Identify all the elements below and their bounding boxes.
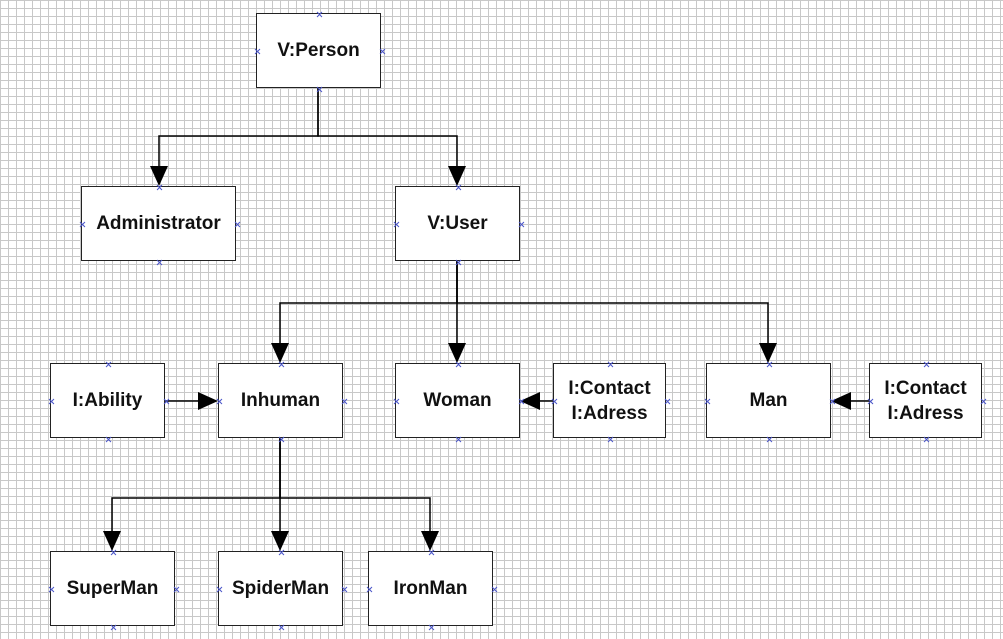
connector-line (111, 438, 281, 531)
connection-point-icon[interactable] (394, 222, 399, 227)
connection-point-icon[interactable] (608, 362, 613, 367)
node-v-person[interactable]: V:Person (256, 13, 381, 88)
connection-point-icon[interactable] (164, 399, 169, 404)
connection-point-icon[interactable] (279, 550, 284, 555)
connection-point-icon[interactable] (981, 399, 986, 404)
connection-point-icon[interactable] (342, 399, 347, 404)
connection-point-icon[interactable] (342, 587, 347, 592)
node-label: Man (749, 390, 788, 411)
connection-point-icon[interactable] (429, 625, 434, 630)
connection-point-icon[interactable] (317, 87, 322, 92)
connection-point-icon[interactable] (279, 625, 284, 630)
node-administrator[interactable]: Administrator (81, 186, 236, 261)
arrowhead-icon (198, 392, 218, 410)
connector-line (279, 261, 458, 343)
connection-point-icon[interactable] (279, 437, 284, 442)
node-label-line-1: I:Contact (568, 377, 651, 399)
connection-point-icon[interactable] (519, 399, 524, 404)
node-inhuman[interactable]: Inhuman (218, 363, 343, 438)
node-label: V:User (427, 213, 488, 234)
connection-point-icon[interactable] (456, 362, 461, 367)
connection-point-icon[interactable] (456, 185, 461, 190)
connection-point-icon[interactable] (767, 437, 772, 442)
connection-point-icon[interactable] (217, 587, 222, 592)
connection-point-icon[interactable] (80, 222, 85, 227)
node-i-contact-adress-man[interactable]: I:Contact I:Adress (869, 363, 982, 438)
node-label: V:Person (277, 40, 360, 61)
node-ironman[interactable]: IronMan (368, 551, 493, 626)
connection-point-icon[interactable] (552, 399, 557, 404)
node-v-user[interactable]: V:User (395, 186, 520, 261)
connection-point-icon[interactable] (111, 625, 116, 630)
connection-point-icon[interactable] (394, 399, 399, 404)
connection-point-icon[interactable] (49, 399, 54, 404)
node-man[interactable]: Man (706, 363, 831, 438)
node-label-line-2: I:Adress (571, 402, 648, 424)
node-woman[interactable]: Woman (395, 363, 520, 438)
arrowhead-icon (448, 343, 466, 363)
arrowhead-icon (448, 166, 466, 186)
arrowhead-icon (759, 343, 777, 363)
node-label: Inhuman (240, 390, 321, 411)
connector-line (279, 438, 431, 531)
node-label: Woman (423, 390, 492, 411)
node-superman[interactable]: SuperMan (50, 551, 175, 626)
connection-point-icon[interactable] (868, 399, 873, 404)
node-spiderman[interactable]: SpiderMan (218, 551, 343, 626)
connection-point-icon[interactable] (106, 437, 111, 442)
connection-point-icon[interactable] (924, 362, 929, 367)
connection-point-icon[interactable] (106, 362, 111, 367)
connection-point-icon[interactable] (235, 222, 240, 227)
connection-point-icon[interactable] (492, 587, 497, 592)
node-label-line-2: I:Adress (887, 402, 964, 424)
arrowhead-icon (150, 166, 168, 186)
connection-point-icon[interactable] (157, 260, 162, 265)
connector-line (317, 88, 458, 166)
node-label: Administrator (96, 213, 221, 234)
connection-point-icon[interactable] (665, 399, 670, 404)
arrowhead-icon (421, 531, 439, 551)
node-label: SuperMan (66, 578, 159, 599)
connection-point-icon[interactable] (705, 399, 710, 404)
node-i-ability[interactable]: I:Ability (50, 363, 165, 438)
connection-point-icon[interactable] (367, 587, 372, 592)
connection-point-icon[interactable] (380, 49, 385, 54)
connection-point-icon[interactable] (924, 437, 929, 442)
arrowhead-icon (103, 531, 121, 551)
node-label: SpiderMan (231, 578, 330, 599)
connection-point-icon[interactable] (174, 587, 179, 592)
node-label-line-1: I:Contact (884, 377, 967, 399)
arrowhead-icon (271, 531, 289, 551)
connection-point-icon[interactable] (279, 362, 284, 367)
connection-point-icon[interactable] (456, 437, 461, 442)
connector-line (158, 88, 319, 166)
connection-point-icon[interactable] (767, 362, 772, 367)
connection-point-icon[interactable] (217, 399, 222, 404)
connection-point-icon[interactable] (317, 12, 322, 17)
connection-point-icon[interactable] (255, 49, 260, 54)
connection-point-icon[interactable] (519, 222, 524, 227)
connection-point-icon[interactable] (157, 185, 162, 190)
connection-point-icon[interactable] (608, 437, 613, 442)
connection-point-icon[interactable] (456, 260, 461, 265)
connection-point-icon[interactable] (49, 587, 54, 592)
arrowhead-icon (271, 343, 289, 363)
node-label: I:Ability (72, 390, 143, 411)
connection-point-icon[interactable] (429, 550, 434, 555)
node-i-contact-adress-woman[interactable]: I:Contact I:Adress (553, 363, 666, 438)
connection-point-icon[interactable] (830, 399, 835, 404)
connection-point-icon[interactable] (111, 550, 116, 555)
node-label: IronMan (393, 578, 468, 599)
connector-line (456, 261, 769, 343)
